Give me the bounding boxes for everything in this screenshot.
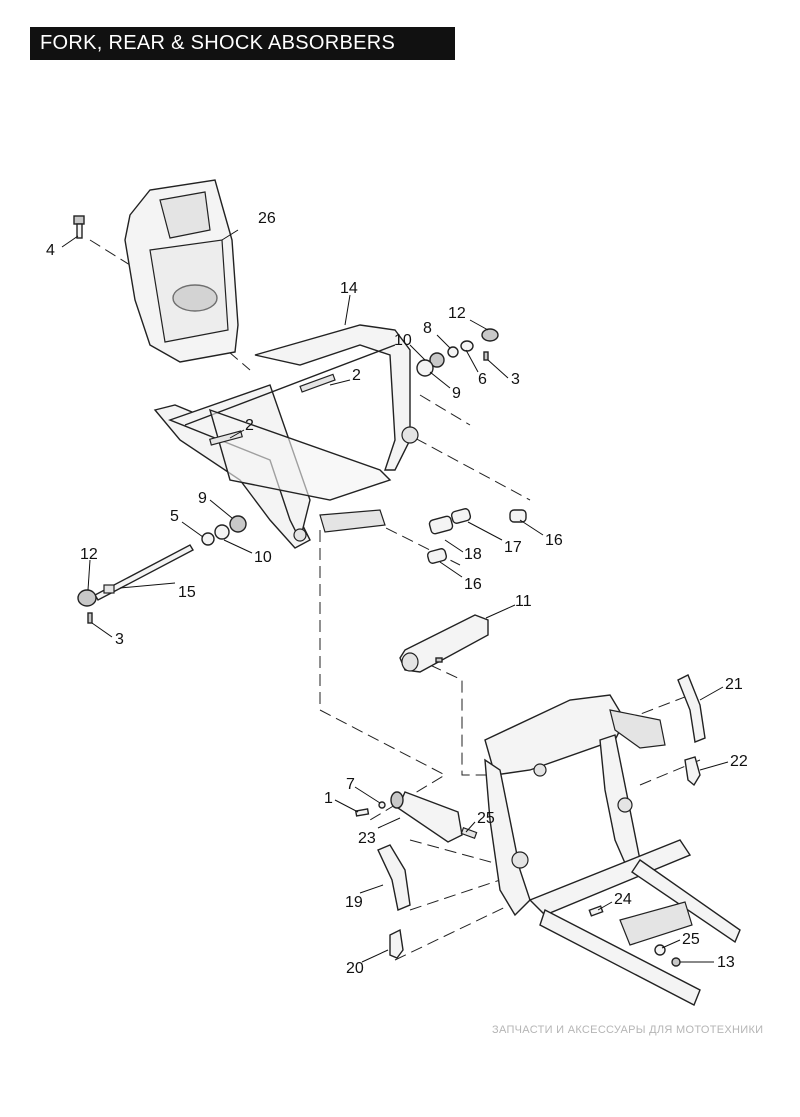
callout-20: 20 [346, 960, 364, 977]
callout-23: 23 [358, 830, 376, 847]
callout-13: 13 [717, 954, 735, 971]
callout-10-upper: 10 [394, 332, 412, 349]
callout-17: 17 [504, 539, 522, 556]
callout-15: 15 [178, 584, 196, 601]
bolt-4-part [73, 215, 85, 239]
callout-7: 7 [346, 776, 355, 793]
callout-leaders [61, 235, 729, 963]
callout-1: 1 [324, 790, 333, 807]
shock-cover-part [399, 614, 489, 673]
callout-10-lower: 10 [254, 549, 272, 566]
callout-3-upper: 3 [511, 371, 520, 388]
callout-14: 14 [340, 280, 358, 297]
callout-19: 19 [345, 894, 363, 911]
callout-18: 18 [464, 546, 482, 563]
trim-pieces-right-part [677, 674, 706, 787]
callout-8: 8 [423, 320, 432, 337]
watermark-tagline: ЗАПЧАСТИ И АКСЕССУАРЫ ДЛЯ МОТОТЕХНИКИ [492, 1024, 764, 1036]
page-title: FORK, REAR & SHOCK ABSORBERS [40, 32, 396, 54]
callout-4: 4 [46, 242, 55, 259]
callout-24: 24 [614, 891, 632, 908]
callout-2-upper: 2 [352, 367, 361, 384]
trim-pieces-left-part [377, 844, 411, 959]
callout-25-upper: 25 [477, 810, 495, 827]
callout-9-lower: 9 [198, 490, 207, 507]
title-bar: FORK, REAR & SHOCK ABSORBERS [30, 27, 455, 60]
callout-2-lower: 2 [245, 417, 254, 434]
swingarm-part [484, 694, 741, 1006]
callout-16-lower: 16 [464, 576, 482, 593]
rear-fork-frame-part [153, 324, 419, 549]
callout-9-upper: 9 [452, 385, 461, 402]
callout-22: 22 [730, 753, 748, 770]
callout-25-lower: 25 [682, 931, 700, 948]
pivot-shaft-part [77, 544, 194, 624]
callout-12-lower: 12 [80, 546, 98, 563]
callout-11: 11 [515, 593, 532, 610]
callout-5: 5 [170, 508, 179, 525]
callout-12-upper: 12 [448, 305, 466, 322]
bushings-part [426, 508, 527, 564]
callout-26: 26 [258, 210, 276, 227]
callout-16-upper: 16 [545, 532, 563, 549]
callout-labels: 26 4 14 12 10 8 6 3 9 2 2 9 5 10 12 15 3… [46, 210, 748, 977]
callout-21: 21 [725, 676, 743, 693]
callout-3-lower: 3 [115, 631, 124, 648]
left-bearing-stack-part [201, 515, 247, 546]
shock-absorber-part [354, 791, 478, 843]
callout-6: 6 [478, 371, 487, 388]
upper-bearing-stack-part [416, 328, 499, 377]
rear-fender-cover-part [124, 179, 239, 363]
